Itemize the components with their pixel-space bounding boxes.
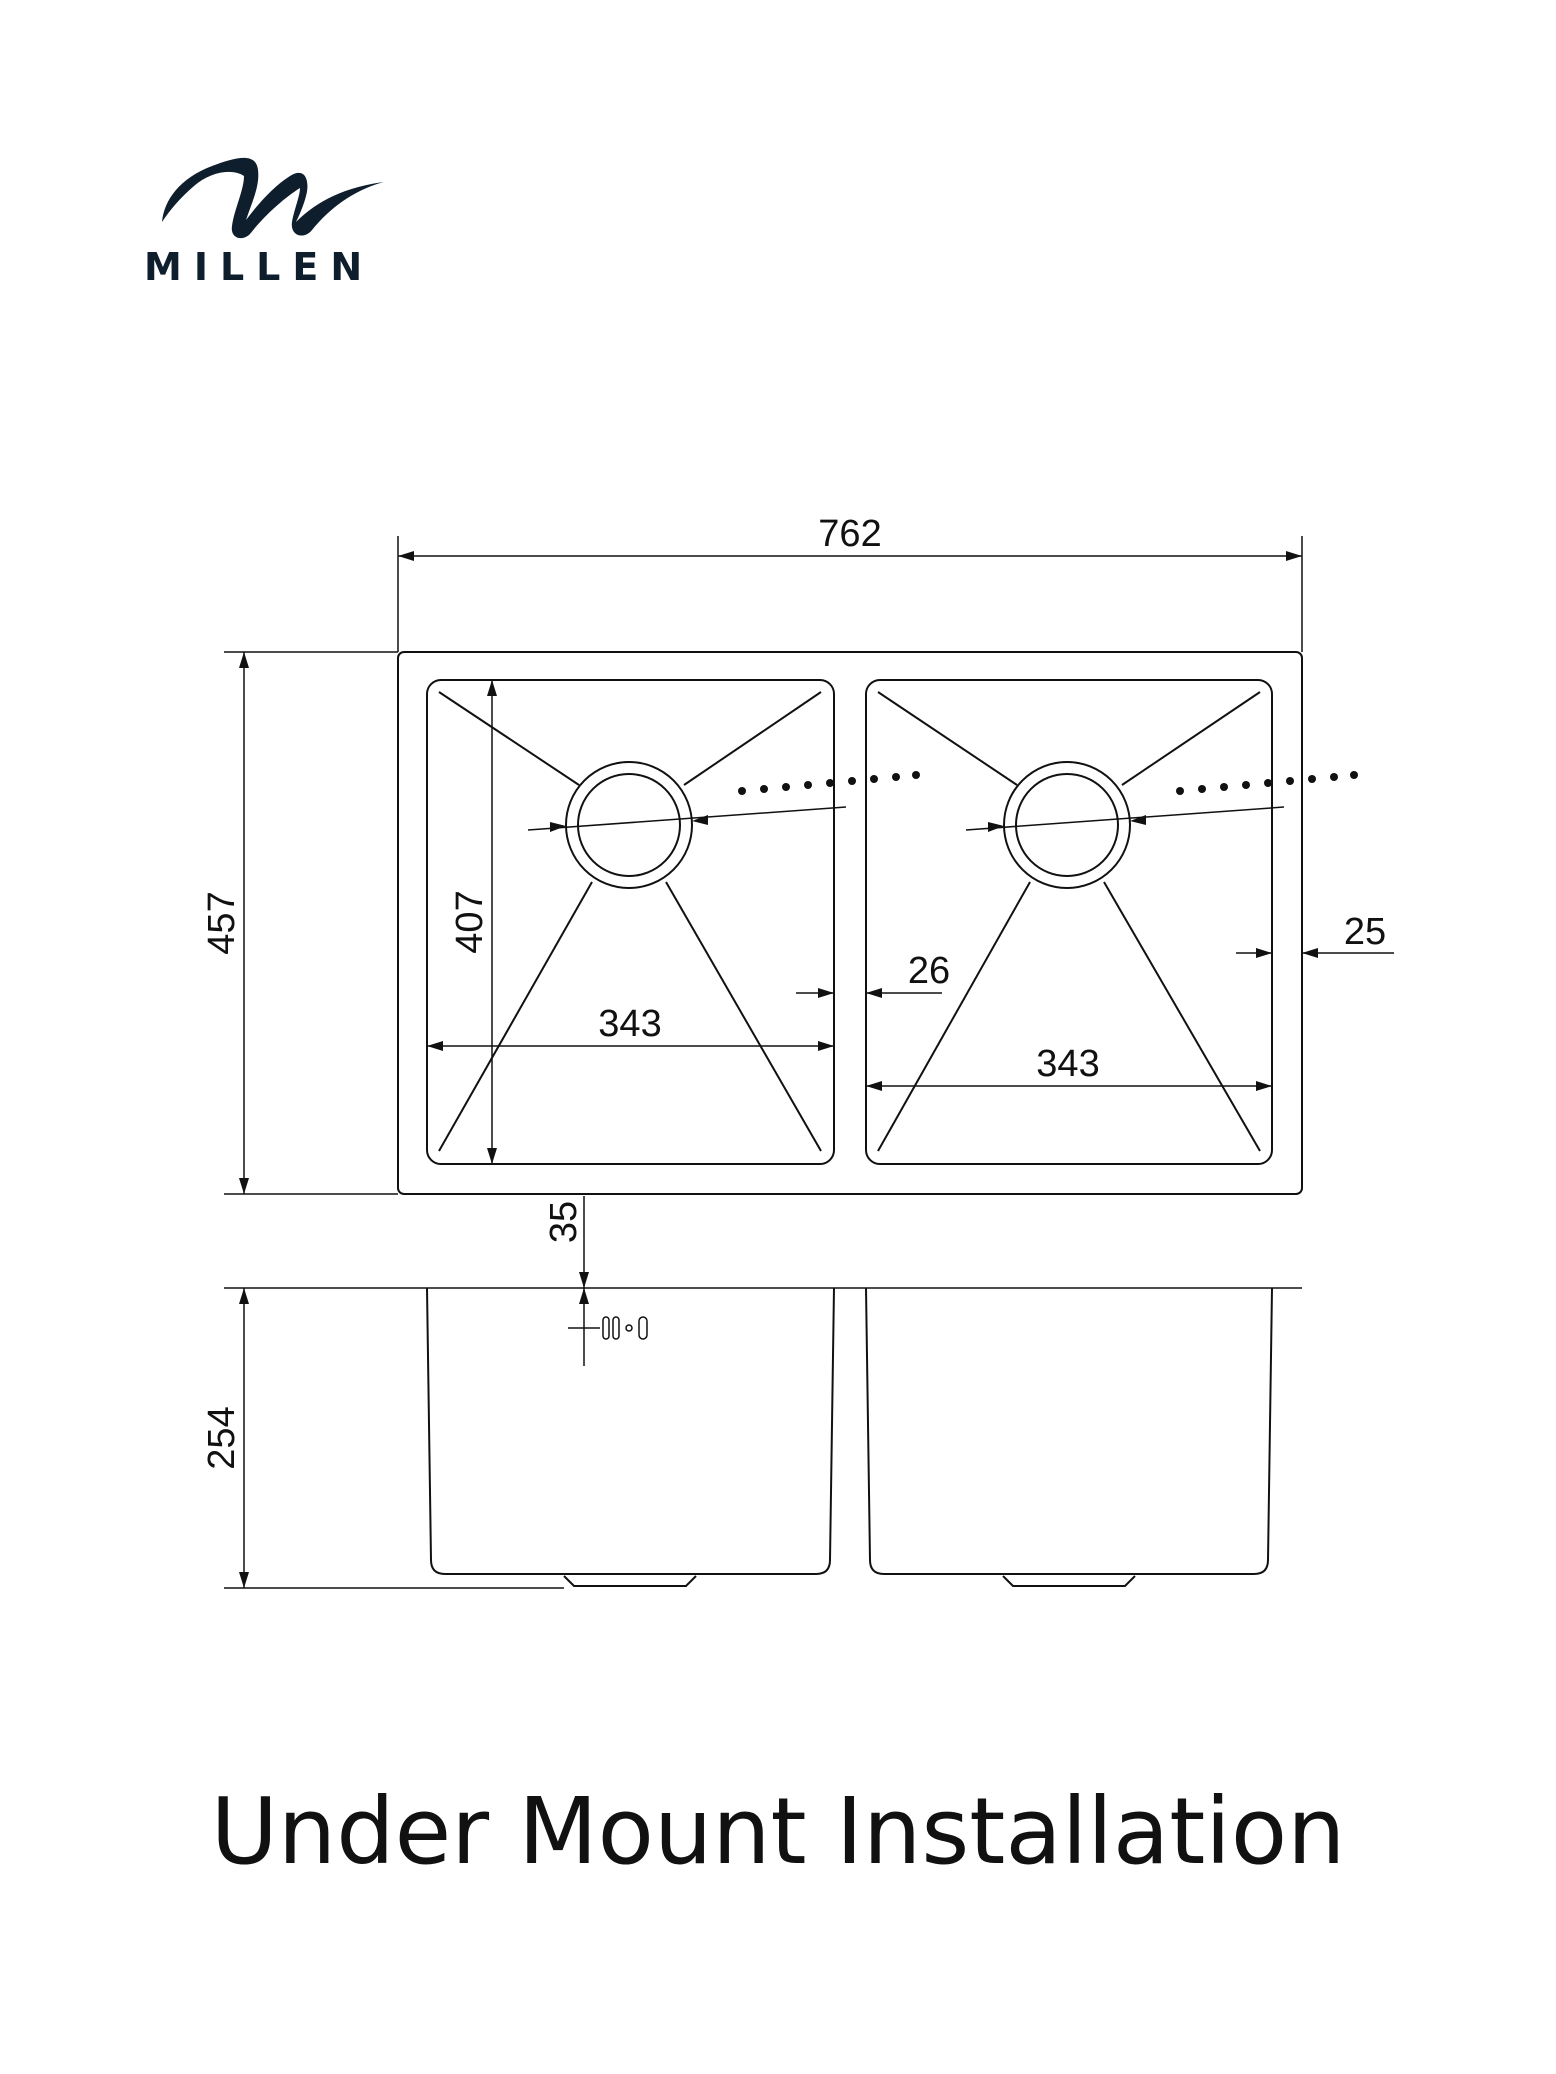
brand-name: MILLEN xyxy=(144,245,375,289)
overflow-slot xyxy=(568,1316,648,1340)
right-drain-outer xyxy=(1003,761,1131,889)
dim-right-rim-gap: 25 xyxy=(1344,911,1386,953)
left-drain-inner xyxy=(577,773,681,877)
left-drain-basket xyxy=(563,1575,697,1587)
dim-bowl-height: 254 xyxy=(201,1406,243,1469)
right-drain-basket xyxy=(1002,1575,1136,1587)
page-caption: Under Mount Installation xyxy=(210,1778,1346,1885)
dim-flange-thickness: 35 xyxy=(543,1201,585,1243)
brand-logo: MILLEN xyxy=(140,130,400,290)
dim-overall-depth: 457 xyxy=(201,891,243,954)
leader-dots-left xyxy=(738,771,920,795)
dim-bowl-inner-depth: 407 xyxy=(449,890,491,953)
leader-dots-right xyxy=(1176,771,1358,795)
dim-left-bowl-width: 343 xyxy=(598,1003,661,1045)
right-bowl-outline xyxy=(865,679,1273,1165)
wave-m-icon xyxy=(162,157,384,239)
right-bowl-profile xyxy=(865,1287,1273,1575)
right-drain-inner xyxy=(1015,773,1119,877)
left-bowl-profile xyxy=(426,1287,835,1575)
left-drain-outer xyxy=(565,761,693,889)
dim-right-bowl-width: 343 xyxy=(1036,1043,1099,1085)
dim-overall-width: 762 xyxy=(818,513,881,555)
dim-divider-gap: 26 xyxy=(908,950,950,992)
sink-outer-rim xyxy=(397,651,1303,1195)
left-bowl-outline xyxy=(426,679,835,1165)
